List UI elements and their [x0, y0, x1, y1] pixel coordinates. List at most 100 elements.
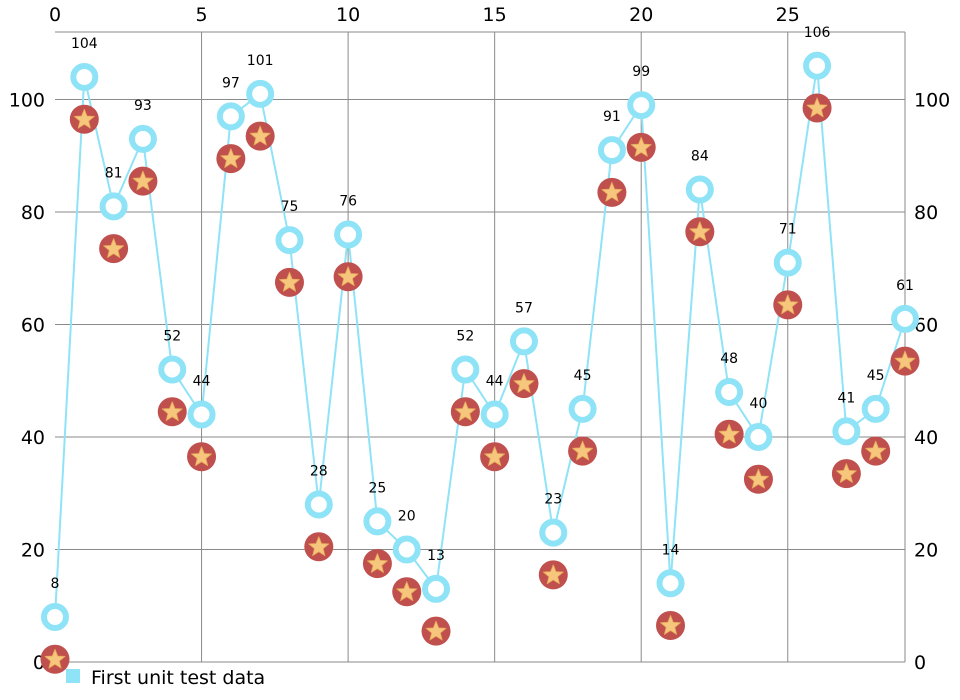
star-marker	[656, 610, 686, 640]
data-label: 52	[456, 329, 474, 345]
star-marker-star	[220, 148, 242, 168]
star-marker	[99, 234, 129, 264]
data-label: 71	[779, 222, 797, 238]
data-label: 25	[368, 480, 386, 496]
y-tick-label-right: 40	[914, 427, 938, 449]
star-marker	[890, 346, 920, 376]
star-marker-star	[454, 401, 476, 422]
data-label: 20	[398, 509, 416, 525]
ring-marker	[891, 304, 919, 333]
y-axis-right-ticks: 0 20 40 60 80 100	[914, 90, 950, 675]
ring-marker	[627, 91, 656, 120]
y-tick-label-right: 20	[914, 540, 938, 562]
ring-marker	[422, 574, 451, 603]
data-label: 41	[837, 390, 855, 406]
y-tick-label-right: 60	[914, 315, 938, 337]
data-label: 99	[632, 64, 650, 80]
legend-swatch	[66, 669, 80, 683]
ring-marker	[187, 400, 216, 429]
star-marker-star	[484, 446, 506, 467]
star-marker	[714, 419, 744, 449]
ring-marker	[41, 603, 69, 631]
star-marker-star	[689, 221, 711, 242]
data-label: 84	[691, 149, 709, 165]
ring-marker	[334, 220, 363, 249]
data-label: 93	[134, 98, 152, 114]
ring-marker	[597, 136, 626, 165]
ring-marker	[158, 355, 187, 384]
star-marker	[802, 93, 832, 123]
star-marker-star	[542, 564, 564, 585]
star-marker	[157, 397, 187, 427]
series-1-line	[54, 65, 906, 618]
star-marker	[773, 290, 803, 320]
data-label: 91	[603, 109, 621, 125]
star-marker	[128, 166, 158, 196]
star-marker-star	[777, 294, 799, 315]
star-marker-star	[132, 170, 154, 191]
star-marker	[743, 464, 773, 494]
star-marker	[69, 104, 99, 134]
star-marker	[362, 549, 392, 579]
data-label: 8	[51, 576, 60, 592]
ring-marker	[392, 535, 421, 564]
y-tick-label-right: 80	[914, 202, 938, 224]
star-marker-star	[249, 125, 271, 146]
plot-frame	[55, 31, 906, 663]
star-marker-star	[396, 581, 418, 602]
y-tick-label-left: 100	[9, 90, 45, 112]
ring-marker	[216, 102, 245, 131]
star-marker-star	[425, 620, 447, 641]
data-label: 97	[222, 75, 240, 91]
ring-marker	[363, 507, 392, 536]
star-marker-star	[513, 373, 535, 393]
star-marker-star	[660, 615, 681, 635]
y-tick-label-left: 40	[21, 427, 45, 449]
data-label: 52	[163, 329, 181, 345]
star-marker-star	[44, 648, 66, 669]
data-label: 40	[750, 396, 768, 412]
y-tick-label-right: 0	[914, 652, 926, 674]
data-label: 14	[662, 542, 680, 558]
star-marker	[861, 436, 891, 466]
data-label: 13	[427, 548, 445, 564]
ring-marker	[128, 124, 157, 153]
data-label: 106	[804, 25, 831, 41]
data-label: 76	[339, 194, 357, 210]
star-marker	[304, 532, 334, 562]
ring-marker	[99, 192, 128, 221]
data-label: 57	[515, 300, 533, 316]
series-line	[54, 65, 906, 618]
star-marker	[40, 644, 70, 674]
star-marker	[597, 177, 627, 207]
x-tick-label: 15	[483, 4, 507, 26]
y-tick-label-left: 80	[21, 202, 45, 224]
data-label: 75	[281, 199, 299, 215]
x-tick-label: 5	[196, 4, 208, 26]
star-marker	[831, 459, 861, 489]
star-marker-star	[279, 271, 300, 292]
star-marker-star	[601, 181, 623, 202]
star-marker	[450, 397, 480, 427]
grid	[55, 32, 905, 662]
star-marker	[480, 442, 510, 472]
ring-markers	[41, 51, 919, 631]
star-marker-star	[718, 423, 740, 444]
data-label: 61	[896, 278, 914, 294]
star-marker-star	[161, 401, 183, 422]
data-label: 48	[720, 351, 738, 367]
star-marker	[421, 616, 451, 646]
star-marker	[509, 369, 539, 399]
y-tick-label-right: 100	[914, 90, 950, 112]
data-label: 23	[544, 492, 562, 508]
ring-marker	[246, 79, 275, 108]
star-marker-star	[894, 350, 916, 371]
ring-marker	[832, 417, 861, 446]
ring-marker	[803, 51, 832, 80]
ring-marker	[568, 394, 597, 423]
star-marker-star	[865, 440, 887, 461]
ring-marker	[744, 423, 773, 451]
data-labels: 8104819352449710175287625201352445723459…	[51, 25, 914, 592]
ring-marker	[70, 63, 99, 91]
